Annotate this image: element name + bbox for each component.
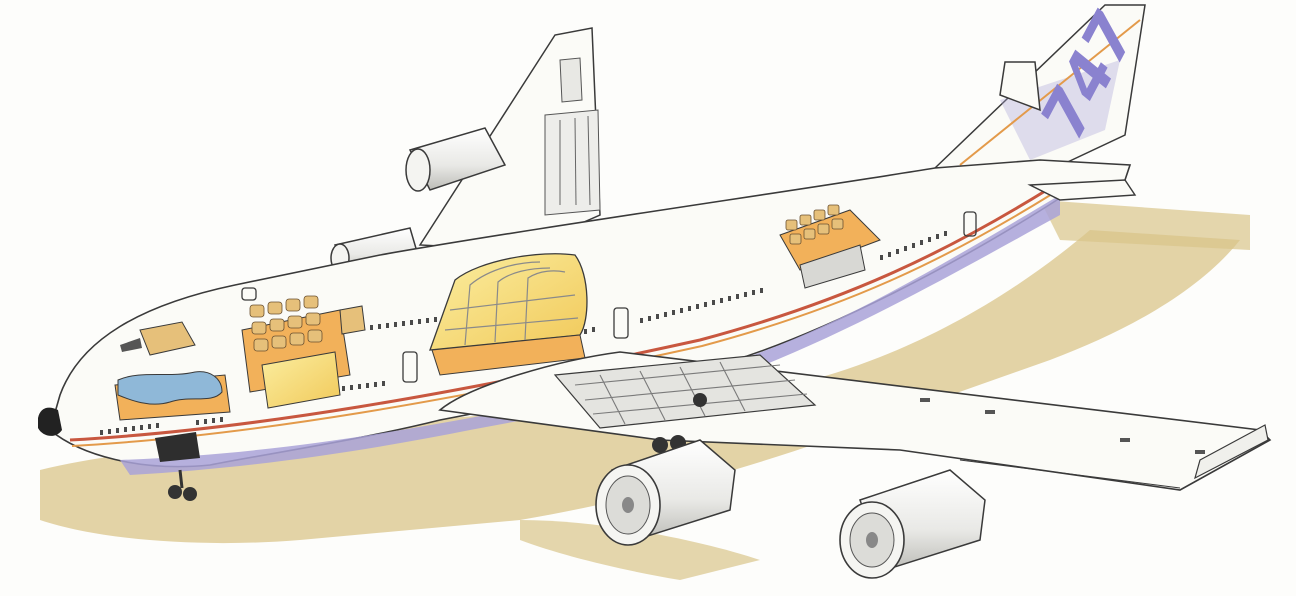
doors (241, 211, 977, 383)
left-outer-engine (405, 127, 507, 192)
rear-cabin-cutaway (779, 204, 881, 289)
main-landing-gear (652, 393, 707, 453)
horizontal-stabilizer-near (1027, 179, 1137, 201)
right-inner-engine (595, 439, 736, 546)
ground-shadow (40, 200, 1250, 580)
right-outer-engine (839, 469, 986, 579)
right-wing (438, 351, 1272, 491)
nose-cabin-cutaway (114, 321, 231, 462)
nose-landing-gear (168, 469, 197, 501)
vertical-stabilizer: 747 (933, 1, 1151, 176)
horizontal-stabilizer-far (999, 61, 1041, 112)
first-class-cutaway (241, 295, 366, 409)
lower-window-row (100, 231, 947, 435)
upper-deck-windows (370, 317, 437, 330)
